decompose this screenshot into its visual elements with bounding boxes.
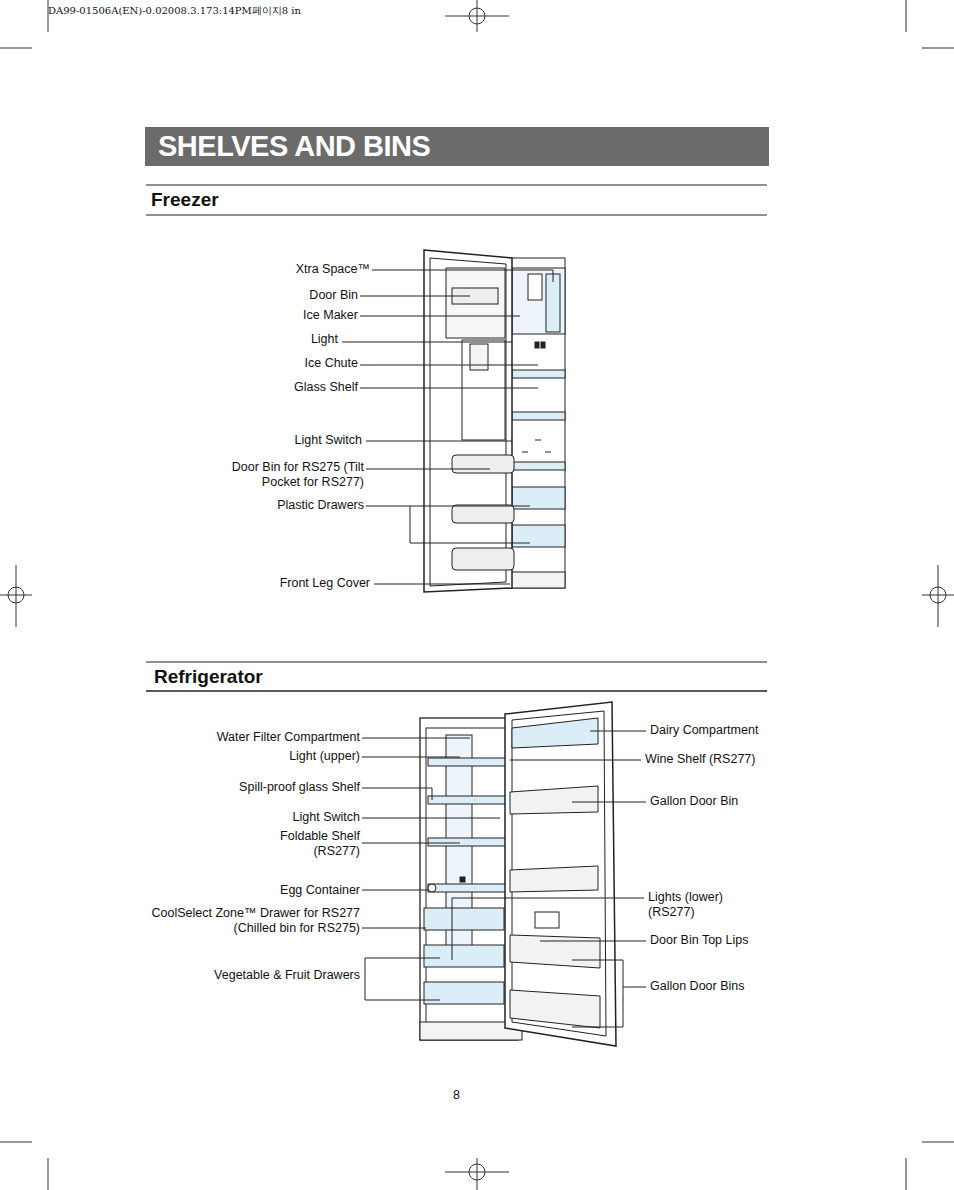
- section-heading: Refrigerator: [154, 665, 263, 688]
- part-label: Plastic Drawers: [277, 498, 364, 513]
- part-label: Foldable Shelf (RS277): [268, 829, 360, 859]
- part-label: Egg Container: [280, 883, 360, 898]
- part-label: Door Bin: [309, 288, 358, 303]
- section-heading: Freezer: [151, 188, 219, 211]
- part-label: Light: [311, 332, 338, 347]
- part-label: Glass Shelf: [294, 380, 358, 395]
- part-label: Ice Maker: [303, 308, 358, 323]
- page-title: SHELVES AND BINS: [158, 128, 430, 164]
- part-label: CoolSelect Zone™ Drawer for RS277 (Chill…: [145, 906, 360, 936]
- part-label: Gallon Door Bin: [650, 794, 738, 809]
- part-label: Door Bin for RS275 (Tilt Pocket for RS27…: [224, 460, 364, 490]
- part-label: Door Bin Top Lips: [650, 933, 748, 948]
- part-label: Dairy Compartment: [650, 723, 758, 738]
- part-label: Spill-proof glass Shelf: [239, 780, 360, 795]
- part-label: Ice Chute: [304, 356, 358, 371]
- part-label: Xtra Space™: [296, 262, 370, 277]
- page-number: 8: [453, 1088, 460, 1103]
- print-header: DA99-01506A(EN)-0.02008.3.173:14PM페이지8 i…: [48, 4, 301, 18]
- part-label: Vegetable & Fruit Drawers: [214, 968, 360, 983]
- part-label: Gallon Door Bins: [650, 979, 745, 994]
- part-label: Light Switch: [293, 810, 360, 825]
- part-label: Front Leg Cover: [280, 576, 370, 591]
- part-label: Lights (lower) (RS277): [648, 890, 734, 920]
- part-label: Light Switch: [295, 433, 362, 448]
- part-label: Wine Shelf (RS277): [645, 752, 755, 767]
- part-label: Water Filter Compartment: [217, 730, 360, 745]
- part-label: Light (upper): [289, 749, 360, 764]
